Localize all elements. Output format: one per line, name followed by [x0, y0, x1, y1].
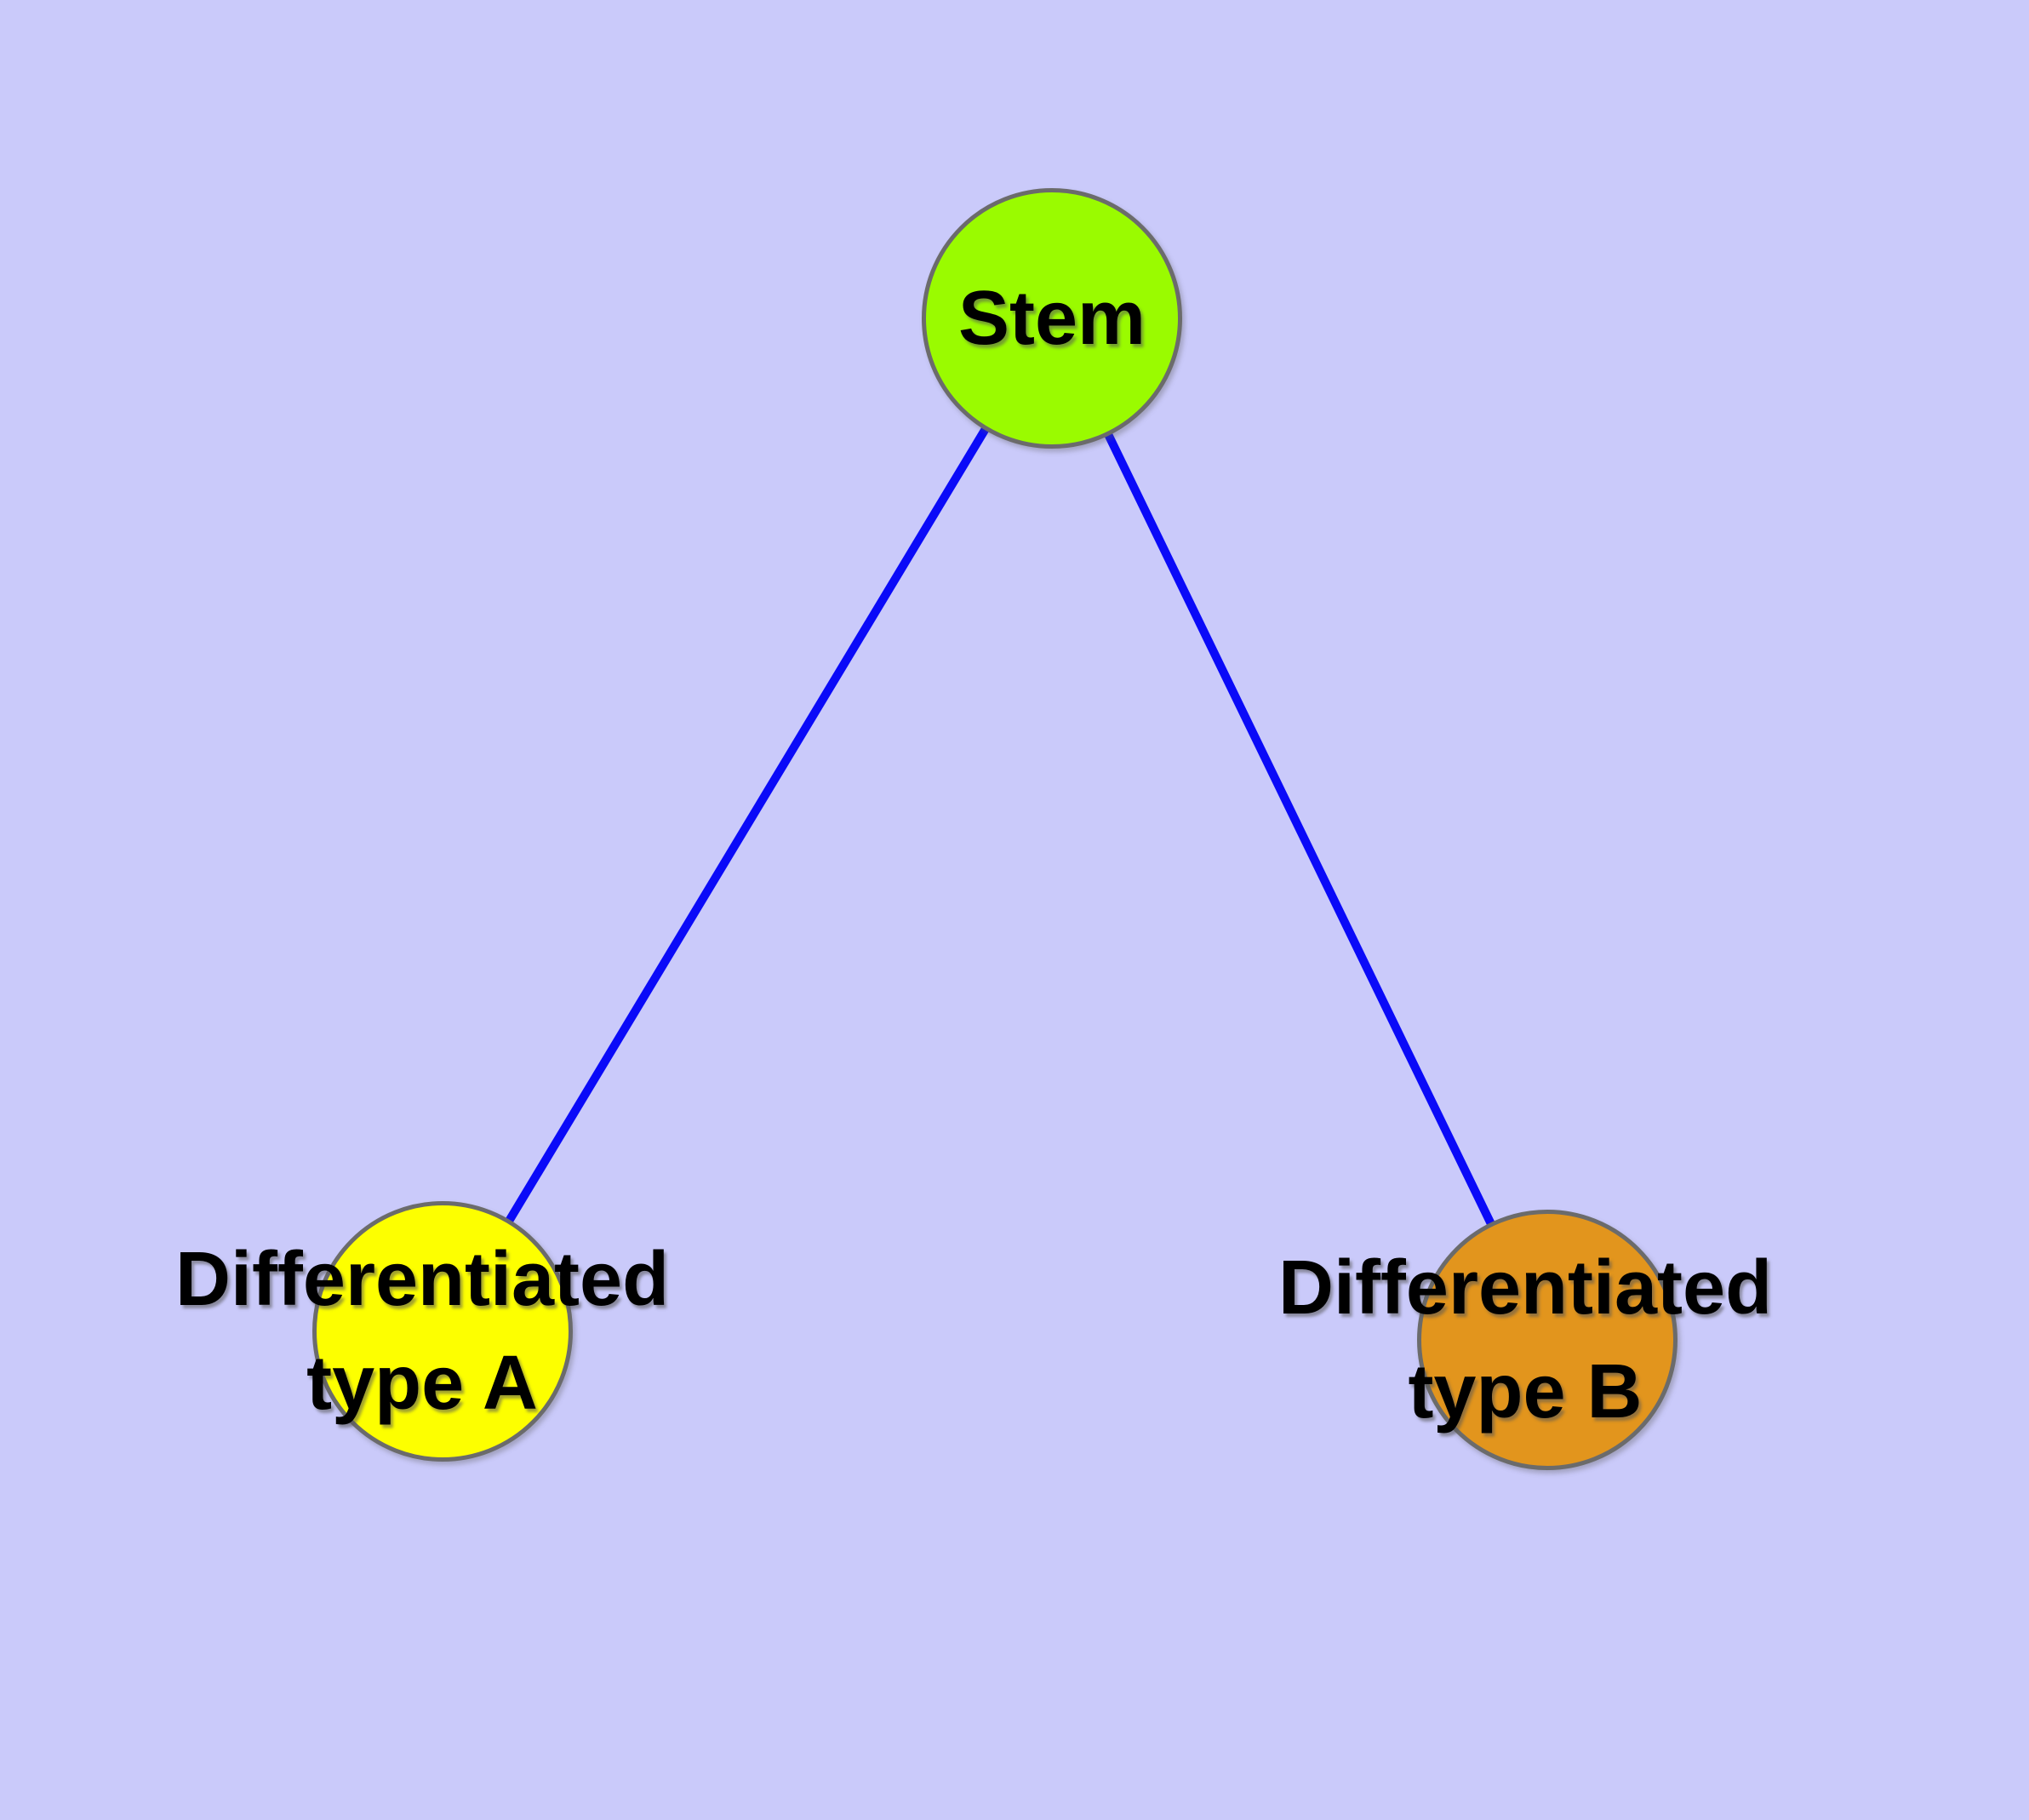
- node-stem-circle: [922, 188, 1182, 449]
- node-type-a-circle: [312, 1201, 573, 1462]
- node-type-b-circle: [1417, 1210, 1677, 1470]
- edge-stem-to-type-a: [438, 316, 1056, 1334]
- edge-stem-to-type-b: [1048, 316, 1552, 1342]
